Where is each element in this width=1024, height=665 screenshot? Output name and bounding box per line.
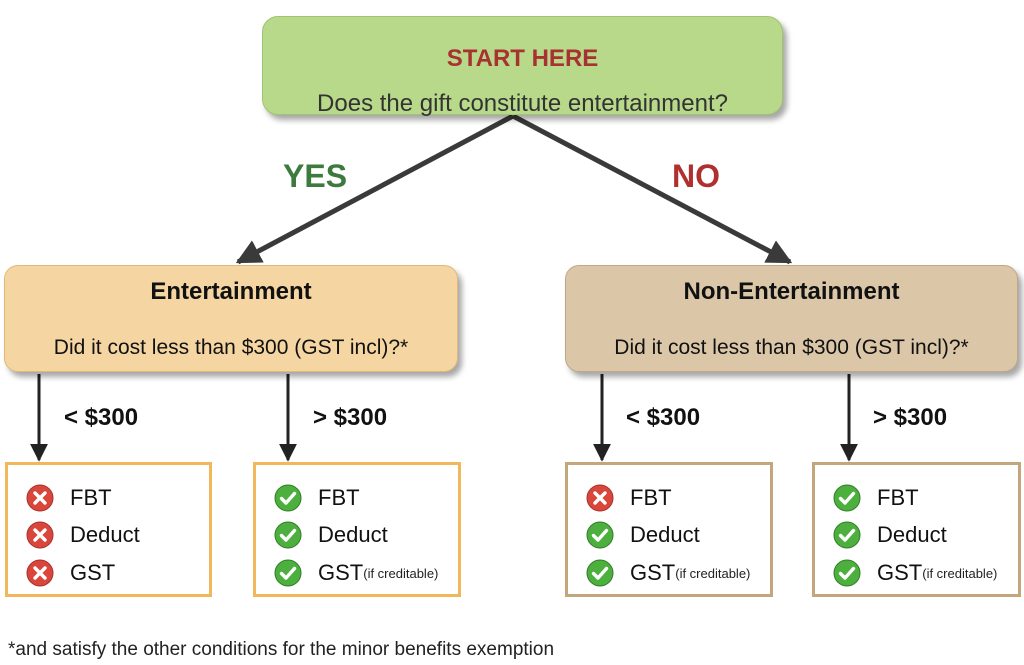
non-low-threshold: < $300 <box>626 404 701 431</box>
outcome-row-fbt: FBT <box>274 480 360 516</box>
check-icon <box>833 559 861 587</box>
non-high-threshold: > $300 <box>873 404 948 431</box>
cross-icon <box>26 484 54 512</box>
non-entertainment-box: Non-Entertainment Did it cost less than … <box>565 265 1018 372</box>
outcome-row-deduct: Deduct <box>833 517 947 553</box>
check-icon <box>274 521 302 549</box>
entertainment-question: Did it cost less than $300 (GST incl)?* <box>53 336 409 359</box>
ent-high-threshold: > $300 <box>313 404 388 431</box>
check-icon <box>274 484 302 512</box>
ent-low-threshold: < $300 <box>64 404 139 431</box>
yes-label: YES <box>283 158 348 194</box>
outcome-row-fbt: FBT <box>586 480 672 516</box>
yes-arrow <box>235 113 515 265</box>
outcome-row-fbt: FBT <box>833 480 919 516</box>
no-label: NO <box>672 158 720 194</box>
outcome-row-gst: GST(if creditable) <box>274 555 438 591</box>
check-icon <box>586 559 614 587</box>
entertainment-title: Entertainment <box>150 278 312 305</box>
outcome-label: GST <box>877 560 923 585</box>
outcome-label: FBT <box>877 485 919 510</box>
outcome-row-deduct: Deduct <box>274 517 388 553</box>
outcome-note: (if creditable) <box>675 565 751 581</box>
cross-icon <box>26 521 54 549</box>
check-icon <box>274 559 302 587</box>
outcome-row-gst: GST <box>26 555 115 591</box>
outcome-row-fbt: FBT <box>26 480 112 516</box>
check-icon <box>833 521 861 549</box>
cross-icon <box>26 559 54 587</box>
outcome-label: Deduct <box>318 522 388 547</box>
outcome-note: (if creditable) <box>922 565 998 581</box>
outcome-label: Deduct <box>630 522 700 547</box>
start-title: START HERE <box>446 45 599 72</box>
outcome-row-gst: GST(if creditable) <box>586 555 750 591</box>
outcome-label: FBT <box>630 485 672 510</box>
cross-icon <box>586 484 614 512</box>
outcome-label: GST <box>70 560 116 585</box>
no-arrow <box>511 113 793 265</box>
outcome-label: GST <box>630 560 676 585</box>
entertainment-box: Entertainment Did it cost less than $300… <box>4 265 458 372</box>
outcome-label: FBT <box>318 485 360 510</box>
outcome-label: FBT <box>70 485 112 510</box>
check-icon <box>833 484 861 512</box>
outcome-label: Deduct <box>877 522 947 547</box>
check-icon <box>586 521 614 549</box>
outcome-note: (if creditable) <box>363 565 439 581</box>
outcome-label: GST <box>318 560 364 585</box>
outcome-row-gst: GST(if creditable) <box>833 555 997 591</box>
outcome-label: Deduct <box>70 522 140 547</box>
outcome-row-deduct: Deduct <box>26 517 140 553</box>
outcome-row-deduct: Deduct <box>586 517 700 553</box>
start-question: Does the gift constitute entertainment? <box>317 90 728 117</box>
non-entertainment-question: Did it cost less than $300 (GST incl)?* <box>614 336 969 359</box>
non-entertainment-title: Non-Entertainment <box>683 278 900 305</box>
footnote: *and satisfy the other conditions for th… <box>8 639 555 660</box>
start-box: START HERE Does the gift constitute ente… <box>262 16 783 117</box>
